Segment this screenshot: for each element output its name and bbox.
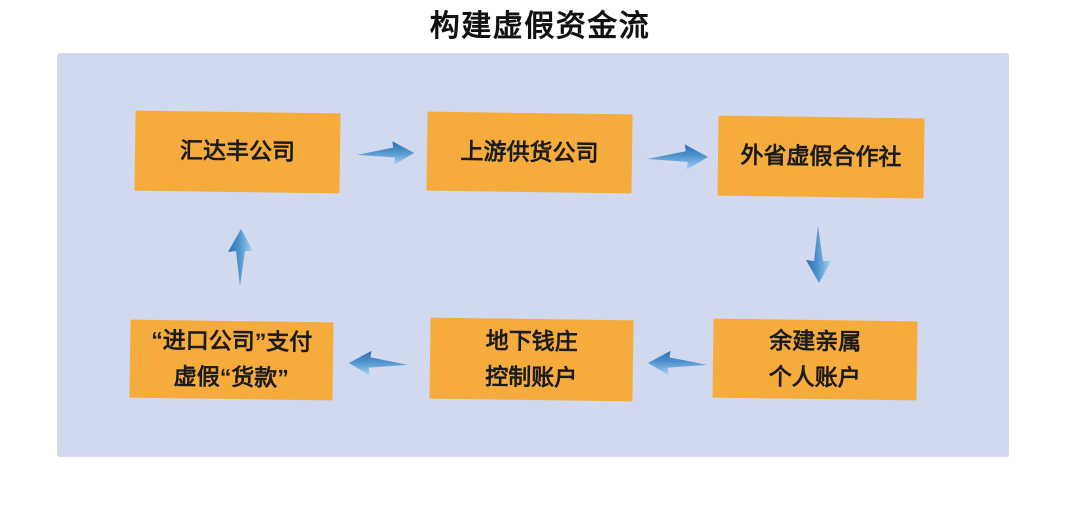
flow-node-relatives-personal-accounts: 余建亲属 个人账户 [712,318,918,401]
flow-node-upstream-supplier: 上游供货公司 [426,111,633,194]
flow-node-label: 地下钱庄 控制账户 [485,327,578,391]
flowchart-canvas: 汇达丰公司 上游供货公司 外省虚假合作社 余建亲属 个人账户 地下钱庄 控制账户… [57,53,1009,457]
flow-node-label: 上游供货公司 [460,137,599,166]
flow-node-import-company-fake-payment: “进口公司”支付 虚假“货款” [129,319,334,401]
arrow-left-icon [647,349,707,377]
arrow-right-icon [357,139,415,167]
flow-node-label: 外省虚假合作社 [740,142,902,171]
arrow-right-icon [647,143,709,171]
flow-node-label: 汇达丰公司 [179,137,296,165]
flow-node-label: “进口公司”支付 虚假“货款” [151,327,313,391]
arrow-down-icon [805,226,833,284]
flow-node-out-province-fake-coop: 外省虚假合作社 [717,115,925,199]
figure-title: 构建虚假资金流 [429,10,651,43]
arrow-up-icon [227,229,255,287]
arrow-left-icon [348,349,408,377]
flow-node-label: 余建亲属 个人账户 [768,327,862,391]
flow-node-huidafeng-company: 汇达丰公司 [134,110,341,194]
flow-node-underground-bank-accounts: 地下钱庄 控制账户 [429,317,634,402]
